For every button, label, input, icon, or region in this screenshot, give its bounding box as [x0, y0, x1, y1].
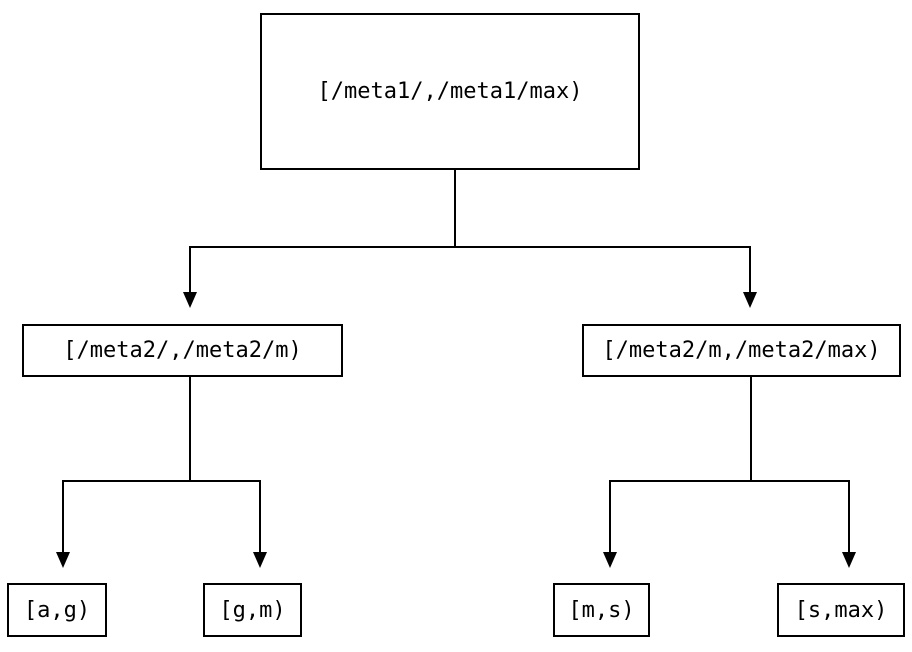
node-label: [s,max): [794, 597, 888, 623]
arrow-down-icon: [603, 552, 617, 568]
arrow-down-icon: [56, 552, 70, 568]
node-leaf-g-m: [g,m): [203, 583, 302, 637]
node-label: [/meta2/m,/meta2/max): [602, 338, 881, 363]
node-meta2-low-range: [/meta2/,/meta2/m): [22, 324, 343, 377]
arrow-down-icon: [743, 292, 757, 308]
node-label: [a,g): [23, 597, 91, 623]
node-label: [/meta2/,/meta2/m): [63, 338, 302, 363]
node-meta2-high-range: [/meta2/m,/meta2/max): [582, 324, 901, 377]
node-leaf-a-g: [a,g): [7, 583, 107, 637]
node-leaf-m-s: [m,s): [553, 583, 650, 637]
node-label: [g,m): [219, 597, 286, 623]
node-leaf-s-max: [s,max): [777, 583, 905, 637]
edge-root-to-children: [183, 170, 757, 308]
edge-meta2high-to-children: [603, 377, 856, 568]
arrow-down-icon: [253, 552, 267, 568]
edge-meta2low-to-children: [56, 377, 267, 568]
node-label: [m,s): [568, 597, 635, 623]
arrow-down-icon: [183, 292, 197, 308]
node-label: [/meta1/,/meta1/max): [317, 79, 583, 104]
node-meta1-range: [/meta1/,/meta1/max): [260, 13, 640, 170]
arrow-down-icon: [842, 552, 856, 568]
